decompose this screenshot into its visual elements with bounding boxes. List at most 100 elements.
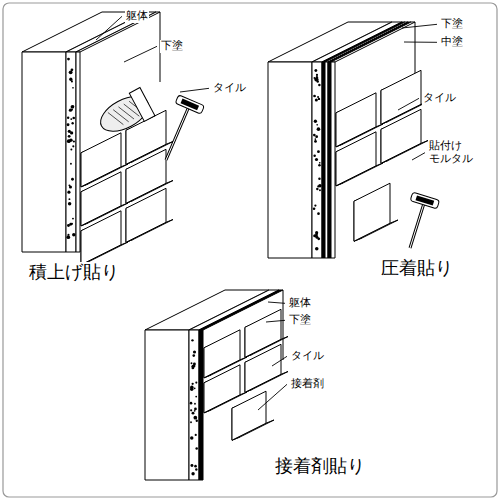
- aggregate-dot: [190, 386, 194, 390]
- leader-line: [412, 153, 425, 160]
- part-label: 下塗: [288, 314, 312, 327]
- frame: [3, 3, 497, 497]
- method-caption: 接着剤貼り: [274, 456, 366, 477]
- leader-line: [96, 16, 122, 40]
- aggregate-dot: [191, 362, 193, 364]
- part-label: タイル: [290, 350, 325, 363]
- part-label: 貼付け モルタル: [428, 140, 476, 165]
- aggregate-dot: [68, 198, 70, 200]
- aggregate-dot: [316, 124, 318, 126]
- part-label: 下塗: [160, 40, 184, 53]
- aggregate-dot: [196, 420, 198, 422]
- aggregate-dot: [195, 396, 197, 398]
- aggregate-dot: [190, 421, 192, 423]
- method-caption: 圧着貼り: [380, 258, 454, 279]
- method-caption: 積上げ貼り: [28, 262, 120, 283]
- aggregate-dot: [313, 134, 316, 137]
- aggregate-dot: [315, 69, 317, 71]
- aggregate-dot: [73, 105, 75, 107]
- aggregate-dot: [317, 150, 320, 153]
- aggregate-dot: [190, 464, 193, 467]
- aggregate-dot: [318, 84, 320, 86]
- wall-face-edge: [283, 290, 284, 360]
- part-label: 接着剤: [290, 378, 325, 391]
- aggregate-dot: [194, 403, 196, 405]
- aggregate-dot: [313, 95, 316, 98]
- tile-rows: [204, 309, 288, 413]
- leader-line: [258, 384, 287, 410]
- loose-tile: [232, 391, 274, 440]
- aggregate-dot: [315, 135, 318, 138]
- aggregate-dot: [191, 472, 194, 475]
- leader-line: [398, 98, 419, 110]
- leader-line: [180, 88, 209, 92]
- aggregate-dot: [193, 416, 197, 420]
- aggregate-dot: [73, 140, 75, 142]
- aggregate-dot: [194, 387, 196, 389]
- aggregate-dot: [195, 447, 198, 450]
- aggregate-dot: [68, 130, 71, 133]
- tile-with-mortar: [94, 88, 155, 141]
- aggregate-dot: [314, 78, 318, 82]
- aggregate-dot: [69, 78, 72, 81]
- slab-end: [22, 52, 66, 252]
- render-layer: [76, 52, 80, 252]
- aggregate-dot: [67, 191, 70, 194]
- aggregate-dot: [193, 350, 196, 353]
- aggregate-dot: [71, 223, 73, 225]
- aggregate-dot: [69, 109, 72, 112]
- concrete-section: [312, 62, 322, 258]
- tile-rows: [336, 70, 428, 186]
- tile: [81, 211, 121, 265]
- leader-lines: [96, 16, 437, 410]
- leader-line: [124, 46, 157, 62]
- aggregate-dot: [317, 237, 320, 240]
- aggregate-dot: [191, 339, 193, 341]
- aggregate-dot: [193, 363, 196, 366]
- aggregate-dot: [315, 247, 319, 251]
- aggregate-dot: [318, 178, 320, 180]
- aggregate-dot: [66, 235, 70, 239]
- aggregate-dot: [190, 402, 193, 405]
- aggregate-dot: [71, 105, 75, 109]
- aggregate-dot: [313, 155, 316, 158]
- rubber-hammer: [166, 95, 204, 160]
- loose-tile: [354, 183, 398, 241]
- part-label: 躯体: [125, 10, 149, 23]
- aggregate-dot: [315, 138, 317, 140]
- aggregate-dot: [69, 138, 72, 141]
- render-layer: [199, 330, 203, 480]
- aggregate-dot: [67, 234, 69, 236]
- aggregate-dot: [192, 412, 195, 415]
- leader-line: [266, 320, 285, 322]
- aggregate-dot: [315, 233, 318, 236]
- aggregate-dot: [315, 98, 318, 101]
- aggregate-dot: [190, 409, 192, 411]
- leader-line: [404, 42, 437, 43]
- aggregate-dot: [70, 149, 72, 151]
- aggregate-dot: [70, 118, 72, 120]
- aggregate-dot: [195, 382, 197, 384]
- aggregate-dot: [192, 383, 194, 385]
- aggregate-dot: [69, 223, 72, 226]
- aggregate-dot: [69, 186, 72, 189]
- tile: [354, 183, 390, 241]
- aggregate-dot: [319, 189, 321, 191]
- aggregate-dot: [190, 436, 193, 439]
- aggregate-dot: [318, 184, 321, 187]
- part-label: 躯体: [288, 297, 312, 310]
- aggregate-dot: [314, 204, 316, 206]
- aggregate-dot: [194, 408, 197, 411]
- aggregate-dot: [71, 178, 74, 181]
- slab-end: [268, 62, 312, 258]
- tile-rows: [81, 110, 173, 264]
- aggregate-dot: [316, 74, 318, 76]
- part-label: 中塗: [440, 36, 464, 49]
- leader-line: [402, 24, 437, 28]
- slab-end: [145, 330, 189, 480]
- leader-line: [272, 356, 287, 366]
- aggregate-dot: [71, 122, 73, 124]
- tile: [245, 344, 281, 392]
- aggregate-dot: [319, 162, 321, 164]
